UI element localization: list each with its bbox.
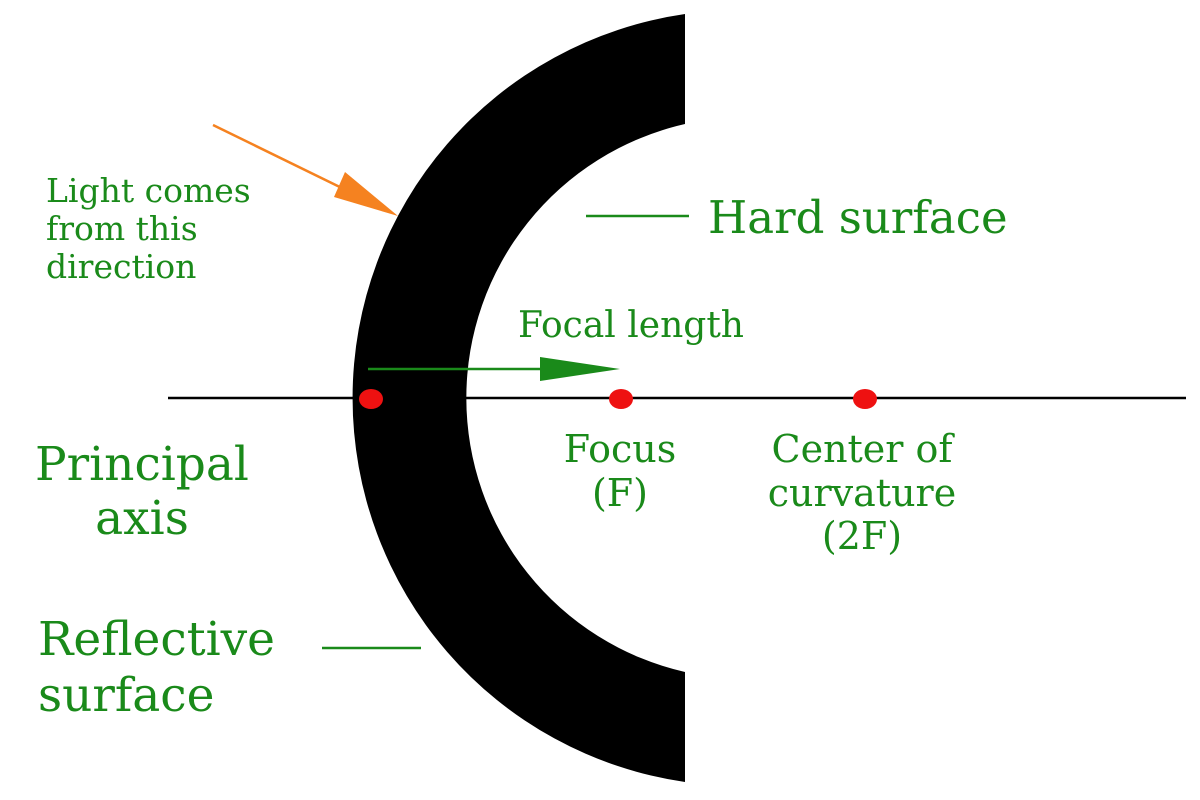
light-arrow-head (334, 172, 398, 216)
focus-label: Focus (F) (563, 427, 677, 515)
hard-surface-label: Hard surface (708, 191, 1008, 244)
light-direction-label: Light comes from this direction (46, 171, 251, 286)
center-of-curvature-point (853, 389, 877, 409)
reflective-surface-label: Reflective surface (38, 612, 275, 724)
principal-axis-label: Principal axis (35, 437, 249, 547)
pole-point (359, 389, 383, 409)
focal-length-label: Focal length (518, 305, 744, 346)
center-of-curvature-label: Center of curvature (2F) (767, 427, 957, 559)
focus-point (609, 389, 633, 409)
focal-length-arrow-head (540, 357, 620, 381)
mirror-body (352, 14, 685, 782)
light-arrow-shaft (212, 123, 351, 194)
